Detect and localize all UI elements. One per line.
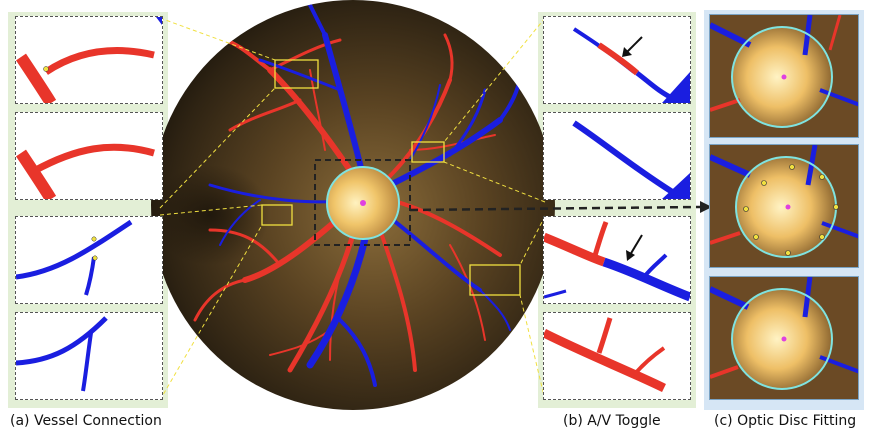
av-toggle-thumb-2 (543, 112, 691, 200)
black-arrow-icon (622, 36, 643, 57)
dashed-arrow-icon (409, 201, 712, 213)
av-toggle-thumb-3 (543, 216, 691, 304)
vessel-connection-thumb-1 (15, 16, 163, 104)
optic-disc-thumb-1 (709, 14, 859, 138)
optic-disc-thumb-3 (709, 276, 859, 400)
optic-disc-thumb-2 (709, 144, 859, 268)
vessel-connection-thumb-3 (15, 216, 163, 304)
black-arrow-icon (626, 234, 643, 261)
caption-av-toggle: (b) A/V Toggle (563, 413, 661, 429)
caption-optic-disc-fitting: (c) Optic Disc Fitting (714, 413, 857, 429)
vessel-connection-thumb-4 (15, 312, 163, 400)
fundus-image (151, 0, 555, 410)
caption-vessel-connection: (a) Vessel Connection (10, 413, 162, 429)
vessel-connection-thumb-2 (15, 112, 163, 200)
av-toggle-thumb-4 (543, 312, 691, 400)
av-toggle-thumb-1 (543, 16, 691, 104)
